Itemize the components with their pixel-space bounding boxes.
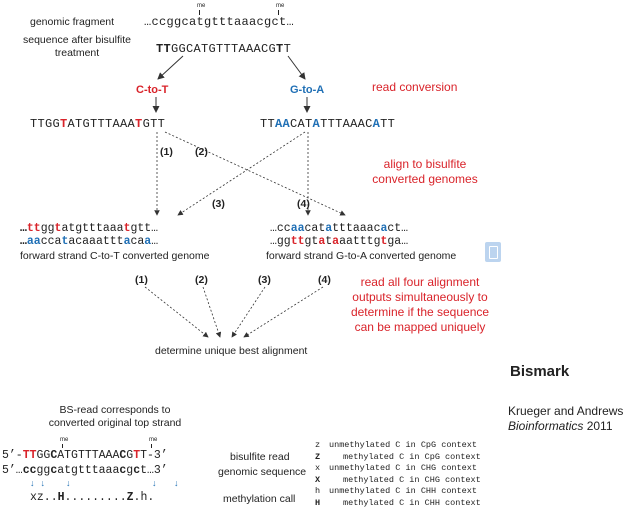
path-label-1: (1) [160,146,173,158]
arrow-to-ct [157,55,184,80]
document-icon[interactable] [485,242,501,262]
methyl-tick [151,444,152,448]
ct-conversion-label: C-to-T [136,84,169,96]
ct-converted-read: TTGGTATGTTTAAATGTT [30,117,166,131]
ct-genome-line2: …aaccatacaaatttacaa… [20,235,159,248]
methyl-mark: me [60,437,69,443]
best-label-4: (4) [318,274,331,286]
best-label-2: (2) [195,274,208,286]
methyl-tick [62,444,63,448]
ga-genome-line1: …ccaacatatttaaacact… [270,222,409,235]
best-label-1: (1) [135,274,148,286]
read-conversion-note: read conversion [372,80,458,94]
ga-conversion-label: G-to-A [290,84,325,96]
best-caption: determine unique best alignment [155,345,308,357]
methyl-tick [278,10,279,15]
citation-authors: Krueger and Andrews [508,404,624,418]
align-path-2 [164,131,346,216]
align-note: align to bisulfite converted genomes [372,157,478,186]
bisulfite-label: sequence after bisulfite treatment [23,34,131,59]
methyl-mark: me [149,437,158,443]
methyl-mark: me [276,3,285,9]
align-path-3 [177,131,306,216]
bisulfite-read-seq: 5’-TTGGCATGTTTAAACGTT-3’ [2,449,168,462]
arrow-icon: ↓ [66,478,71,488]
best-label-3: (3) [258,274,271,286]
arrow-to-ga [287,55,306,80]
bisulfite-sequence: TTGGCATGTTTAAACGTT [156,42,292,56]
bisulfite-read-label: bisulfite read [230,451,290,463]
best-path-1 [144,286,209,338]
genomic-sequence-label: genomic sequence [218,466,307,478]
bs-read-note: BS-read corresponds to converted origina… [48,404,182,429]
arrow-icon: ↓ [174,478,179,488]
citation-journal: Bioinformatics 2011 [508,419,613,433]
path-label-4: (4) [297,198,310,210]
path-label-3: (3) [212,198,225,210]
ga-genome-line2: …ggttgtataaatttgtga… [270,235,409,248]
methyl-mark: me [197,3,206,9]
methylation-call-seq: xz..H.........Z.h. [30,491,155,504]
ga-converted-read: TTAACATATTTAAACATT [260,117,396,131]
arrow-icon: ↓↓ [30,478,51,488]
best-path-3 [231,286,266,338]
genomic-fragment-label: genomic fragment [30,16,115,28]
methyl-tick [199,10,200,15]
genomic-sequence: …ccggcatgtttaaacgct… [144,15,295,29]
genomic-sequence-bottom: 5’…ccggcatgtttaaacgct…3’ [2,464,168,477]
best-path-2 [202,286,222,338]
methylation-call-label: methylation call [223,493,296,505]
ga-genome-caption: forward strand G-to-A converted genome [266,250,457,262]
best-note: read all four alignment outputs simultan… [350,275,490,334]
bismark-title: Bismark [510,363,570,380]
path-label-2: (2) [195,146,208,158]
best-path-4 [243,286,324,338]
ct-genome-line1: …ttggtatgtttaaatgtt… [20,222,159,235]
arrow-icon: ↓ [152,478,157,488]
ct-genome-caption: forward strand C-to-T converted genome [20,250,210,262]
